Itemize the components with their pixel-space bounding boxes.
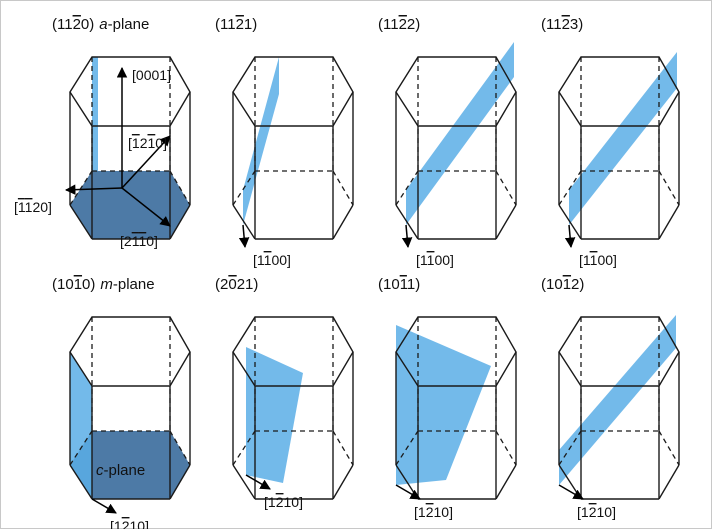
bottom-edge — [69, 464, 93, 500]
panel-10-12: (1012) [1210] — [541, 276, 680, 520]
highlighted-plane — [559, 315, 676, 485]
panel-10-11: (1011) [1210] — [378, 276, 517, 520]
direction-label-2-1-10: [2110] — [120, 233, 158, 249]
plane-index-label: (2021) — [215, 276, 258, 293]
vector-12-10 — [121, 135, 171, 189]
plane-index-label: (1010)m-plane — [52, 276, 155, 293]
panel-a-plane: (1120)a-plane [0001] [1210] [1120] [2110] — [14, 16, 191, 249]
vector-2-1-10 — [121, 187, 171, 227]
hidden-edge — [658, 430, 680, 466]
panel-20-21: (2021) [1210] — [215, 276, 354, 510]
direction-label: [1210] — [110, 518, 149, 529]
direction-label-0001: [0001] — [132, 67, 171, 83]
hidden-edge — [395, 170, 419, 206]
bottom-edge — [495, 204, 517, 240]
direction-label: [1210] — [414, 504, 453, 520]
highlighted-plane — [406, 42, 514, 225]
plane-index-label: (1122) — [378, 16, 420, 33]
highlighted-plane — [396, 325, 491, 485]
bottom-edge — [169, 204, 191, 240]
highlighted-plane — [70, 352, 92, 499]
bottom-edge — [232, 204, 256, 240]
direction-arrow — [238, 224, 250, 249]
direction-arrow — [564, 224, 576, 249]
plane-index-label: (1011) — [378, 276, 420, 293]
hidden-edge — [232, 430, 256, 466]
bottom-edge — [332, 464, 354, 500]
direction-label-12-10: [1210] — [128, 135, 167, 151]
plane-index-label: (1121) — [215, 16, 257, 33]
hidden-edge — [69, 430, 93, 466]
plane-index-label: (1120)a-plane — [52, 16, 149, 33]
hidden-edge — [69, 170, 93, 206]
direction-label: [1100] — [416, 252, 454, 268]
panels-layer: (1120)a-plane[0001][1210][1120][2110](11… — [14, 16, 680, 529]
hidden-edge — [232, 170, 256, 206]
bottom-edge — [332, 204, 354, 240]
c-plane-label: c-plane — [96, 462, 145, 479]
bottom-edge — [69, 204, 93, 240]
hidden-edge — [558, 430, 582, 466]
direction-label: [1210] — [577, 504, 616, 520]
highlighted-plane — [246, 347, 303, 483]
hidden-edge — [658, 170, 680, 206]
bottom-edge — [169, 464, 191, 500]
panel-m-plane: (1010)m-plane [1210] c-plane — [52, 276, 191, 529]
hidden-edge — [495, 170, 517, 206]
panel-11-23: (1123) [1100] — [541, 16, 680, 268]
direction-arrow — [558, 484, 584, 500]
bottom-edge — [495, 464, 517, 500]
bottom-edge — [232, 464, 256, 500]
c-plane-face — [70, 431, 190, 499]
direction-label-1-120: [1120] — [14, 199, 52, 215]
direction-label: [1100] — [579, 252, 617, 268]
bottom-edge — [658, 464, 680, 500]
hidden-edge — [558, 170, 582, 206]
highlighted-plane — [243, 57, 279, 225]
direction-label: [1210] — [264, 494, 303, 510]
panel-11-22: (1122) [1100] — [378, 16, 517, 268]
direction-arrow — [401, 224, 413, 249]
bottom-edge — [558, 204, 582, 240]
direction-arrow — [91, 498, 117, 514]
direction-label: [1100] — [253, 252, 291, 268]
vector-1-120 — [64, 184, 123, 195]
plane-index-label: (1123) — [541, 16, 583, 33]
highlighted-plane — [569, 52, 677, 225]
hidden-edge — [395, 430, 419, 466]
direction-arrow — [245, 474, 271, 490]
hidden-edge — [332, 430, 354, 466]
bottom-edge — [658, 204, 680, 240]
hidden-edge — [169, 170, 191, 206]
hidden-edge — [495, 430, 517, 466]
bottom-edge — [395, 204, 419, 240]
hidden-edge — [169, 430, 191, 466]
highlighted-plane — [92, 57, 98, 171]
panel-11-21: (1121) [1100] — [215, 16, 354, 268]
plane-index-label: (1012) — [541, 276, 584, 293]
c-plane-face — [70, 171, 190, 239]
hidden-edge — [332, 170, 354, 206]
direction-arrow — [395, 484, 421, 500]
